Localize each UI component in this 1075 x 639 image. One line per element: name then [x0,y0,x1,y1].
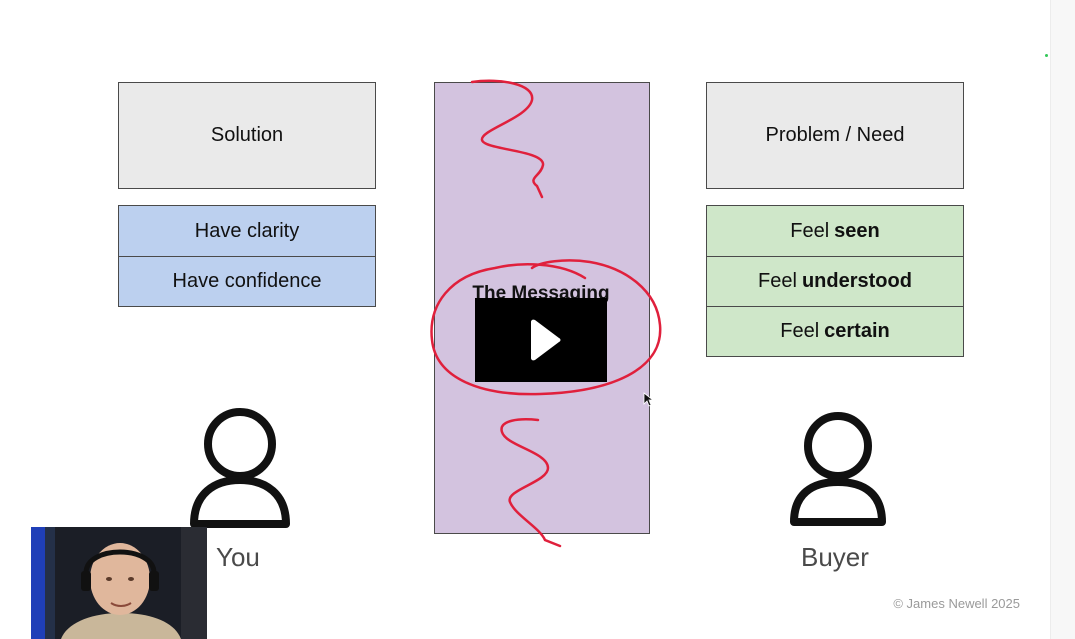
you-person-icon [190,408,290,528]
video-play-button[interactable] [475,298,607,382]
you-label: You [216,542,260,572]
solution-label: Solution [210,124,284,146]
mouse-cursor-icon [643,392,655,407]
play-icon [531,319,561,361]
problem-label: Problem / Need [765,124,905,146]
buyer-label: Buyer [801,542,869,572]
presenter-video-frame [31,527,207,639]
buyer-person-icon [790,412,886,526]
outcome-confidence: Have confidence [119,256,375,306]
right-edge-bar [1050,0,1075,639]
problem-box: Problem / Need [706,82,964,189]
status-dot [1045,54,1048,57]
copyright: © James Newell 2025 [893,596,1020,611]
outcome-clarity: Have clarity [194,219,300,242]
solution-box: Solution [118,82,376,189]
solution-outcomes: Have clarity Have confidence [118,205,376,307]
presenter-webcam [31,527,207,639]
